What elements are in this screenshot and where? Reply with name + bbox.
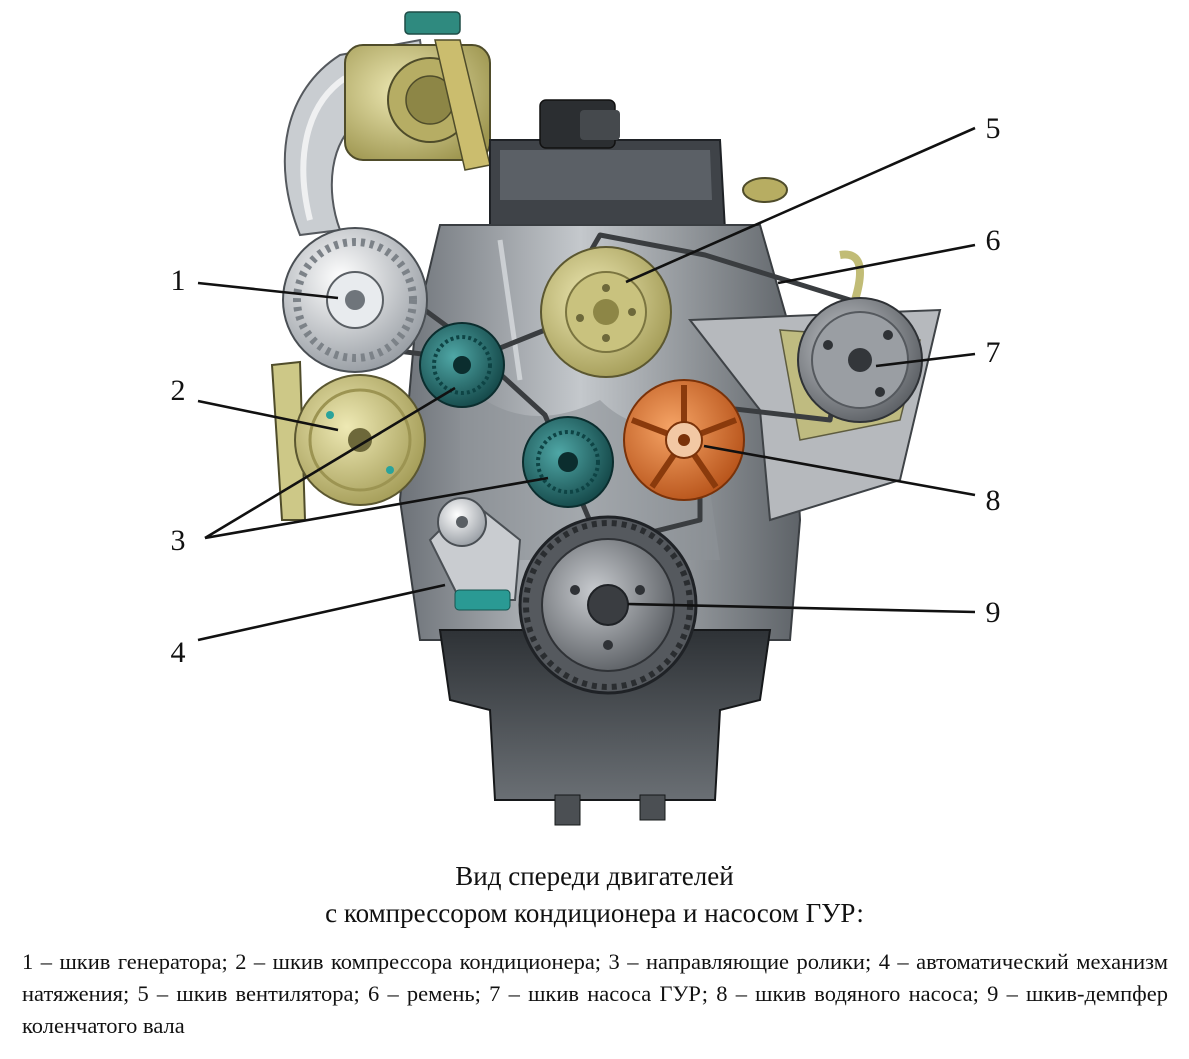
leader-4 (197, 583, 446, 642)
callout-6: 6 (986, 224, 1001, 257)
oil-pan (438, 629, 772, 826)
ac-compressor (294, 374, 426, 506)
leader-7 (875, 352, 976, 368)
legend-item-6: 6 – ремень; (367, 981, 490, 1006)
leader-6 (777, 243, 976, 285)
engine-front-view-illustration: 1 2 3 4 5 6 7 8 9 (171, 11, 1001, 826)
fan-pulley (540, 246, 672, 378)
leader-2 (197, 399, 339, 432)
legend-item-7: 7 – шкив насоса ГУР; (489, 981, 717, 1006)
leader-1 (197, 281, 339, 300)
legend-item-4: 4 – автоматический механизм натяжения; (22, 949, 1168, 1006)
callout-4: 4 (171, 636, 186, 669)
caption-line-2: с компрессором кондиционера и насосом ГУ… (325, 898, 864, 928)
idler-pulley-lower (522, 416, 614, 508)
leader-9 (627, 602, 976, 614)
power-steering-pulley (797, 297, 923, 423)
legend-item-3: 3 – направляющие ролики; (608, 949, 879, 974)
idler-pulley-upper (419, 322, 505, 408)
callout-3: 3 (171, 524, 186, 557)
leader-lines (197, 126, 976, 642)
figure-legend: 1 – шкив генератора; 2 – шкив компрессор… (22, 946, 1168, 1042)
water-pump-pulley (623, 379, 745, 501)
leader-3a (204, 386, 456, 540)
callout-1: 1 (171, 264, 186, 297)
legend-item-1: 1 – шкив генератора; (22, 949, 236, 974)
figure-caption: Вид спереди двигателей с компрессором ко… (0, 858, 1189, 932)
throttle-body (344, 11, 491, 171)
callout-2: 2 (171, 374, 186, 407)
callout-5: 5 (986, 112, 1001, 145)
leader-8 (703, 444, 976, 497)
cylinder-head (489, 99, 788, 231)
leader-3b (204, 476, 549, 540)
legend-item-5: 5 – шкив вентилятора; (137, 981, 368, 1006)
callout-7: 7 (986, 336, 1001, 369)
legend-item-9: 9 – шкив-демпфер коленчатого вала (22, 981, 1168, 1038)
callout-8: 8 (986, 484, 1001, 517)
alternator (282, 227, 428, 373)
belt-tensioner (428, 497, 522, 611)
caption-line-1: Вид спереди двигателей (455, 861, 734, 891)
legend-item-8: 8 – шкив водяного насоса; (716, 981, 988, 1006)
leader-5 (625, 126, 976, 284)
callout-9: 9 (986, 596, 1001, 629)
legend-item-2: 2 – шкив компрессора кондиционера; (235, 949, 609, 974)
